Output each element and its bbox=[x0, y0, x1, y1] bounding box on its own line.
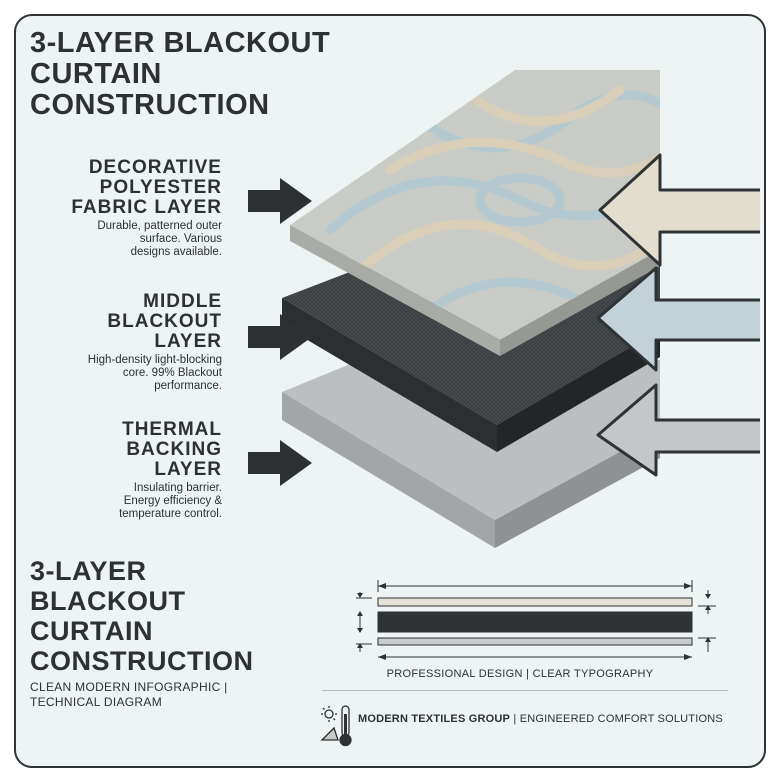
decorative-layer-desc-2: surface. Various bbox=[139, 233, 222, 245]
secondary-title-line-4: CONSTRUCTION bbox=[30, 646, 254, 676]
brand-tagline: ENGINEERED COMFORT SOLUTIONS bbox=[519, 713, 723, 725]
thermal-layer-heading-2: BACKING bbox=[126, 439, 222, 460]
secondary-title: 3-LAYER BLACKOUT CURTAIN CONSTRUCTION bbox=[30, 556, 330, 676]
arrow-right-icon bbox=[248, 440, 312, 486]
decorative-layer-label: DECORATIVE POLYESTER FABRIC LAYER Durabl… bbox=[40, 158, 222, 259]
footer-note: PROFESSIONAL DESIGN | CLEAR TYPOGRAPHY bbox=[386, 668, 654, 680]
secondary-title-line-3: CURTAIN bbox=[30, 616, 153, 646]
arrow-left-icon bbox=[596, 266, 760, 372]
cross-section-diagram bbox=[356, 580, 716, 660]
blackout-layer-heading-3: LAYER bbox=[154, 331, 222, 352]
blackout-layer-heading-1: MIDDLE bbox=[143, 291, 222, 312]
footer-divider bbox=[322, 690, 728, 691]
decorative-layer-heading-1: DECORATIVE bbox=[88, 157, 222, 178]
thermal-layer-heading-3: LAYER bbox=[154, 459, 222, 480]
blackout-layer-description: High-density light-blocking core. 99% Bl… bbox=[40, 354, 222, 393]
thermal-layer-desc-1: Insulating barrier. bbox=[133, 482, 222, 494]
decorative-layer-heading-3: FABRIC LAYER bbox=[71, 197, 222, 218]
thermal-layer-label: THERMAL BACKING LAYER Insulating barrier… bbox=[40, 420, 222, 521]
secondary-title-line-2: BLACKOUT bbox=[30, 586, 186, 616]
sun-temperature-icon bbox=[320, 706, 339, 741]
decorative-layer-desc-1: Durable, patterned outer bbox=[97, 220, 222, 232]
blackout-layer-desc-2: core. 99% Blackout bbox=[122, 367, 222, 379]
subtitle: CLEAN MODERN INFOGRAPHIC | TECHNICAL DIA… bbox=[30, 680, 228, 710]
decorative-layer-description: Durable, patterned outer surface. Variou… bbox=[40, 220, 222, 259]
arrow-right-icon bbox=[248, 178, 312, 224]
blackout-layer-desc-3: performance. bbox=[154, 380, 222, 392]
main-title: 3-LAYER BLACKOUT CURTAIN CONSTRUCTION bbox=[30, 27, 331, 121]
thermometer-icon bbox=[339, 705, 352, 747]
blackout-layer-label: MIDDLE BLACKOUT LAYER High-density light… bbox=[40, 292, 222, 393]
arrow-right-icon bbox=[248, 314, 312, 360]
arrow-left-icon bbox=[598, 153, 760, 267]
brand-separator: | bbox=[510, 713, 520, 725]
decorative-layer-desc-3: designs available. bbox=[130, 246, 222, 258]
secondary-title-line-1: 3-LAYER bbox=[30, 556, 147, 586]
thermal-layer-description: Insulating barrier. Energy efficiency & … bbox=[40, 482, 222, 521]
thermal-layer-desc-2: Energy efficiency & bbox=[123, 495, 222, 507]
thermal-backing-layer bbox=[282, 360, 660, 548]
thermal-layer-desc-3: temperature control. bbox=[119, 508, 222, 520]
decorative-layer-heading-2: POLYESTER bbox=[99, 177, 222, 198]
blackout-layer-heading-2: BLACKOUT bbox=[107, 311, 222, 332]
subtitle-line-1: CLEAN MODERN INFOGRAPHIC | bbox=[30, 680, 228, 694]
arrow-left-icon bbox=[596, 383, 760, 477]
brand-icon bbox=[320, 705, 352, 747]
subtitle-line-2: TECHNICAL DIAGRAM bbox=[30, 695, 163, 709]
decorative-layer bbox=[290, 70, 660, 356]
brand-name: MODERN TEXTILES GROUP bbox=[358, 713, 511, 725]
brand-line: MODERN TEXTILES GROUP | ENGINEERED COMFO… bbox=[358, 713, 723, 725]
blackout-layer-desc-1: High-density light-blocking bbox=[87, 354, 222, 366]
thermal-layer-heading-1: THERMAL bbox=[122, 419, 222, 440]
